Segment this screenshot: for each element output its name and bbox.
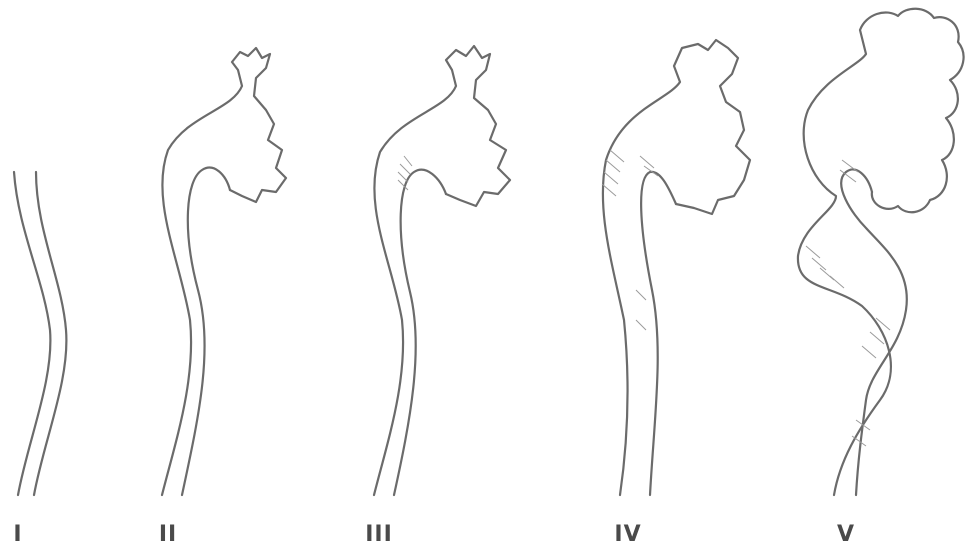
stage-5-ureter — [798, 9, 964, 495]
stage-label-2: II — [159, 524, 177, 546]
stage-label-4: IV — [614, 524, 641, 546]
stage-label-1: I — [13, 524, 22, 546]
stage-2-ureter — [162, 48, 286, 495]
stage-1-ureter — [14, 172, 66, 495]
stage-3-ureter — [374, 46, 510, 495]
stage-4-ureter — [602, 40, 750, 495]
stage-label-5: V — [837, 524, 855, 546]
stage-label-3: III — [365, 524, 393, 546]
